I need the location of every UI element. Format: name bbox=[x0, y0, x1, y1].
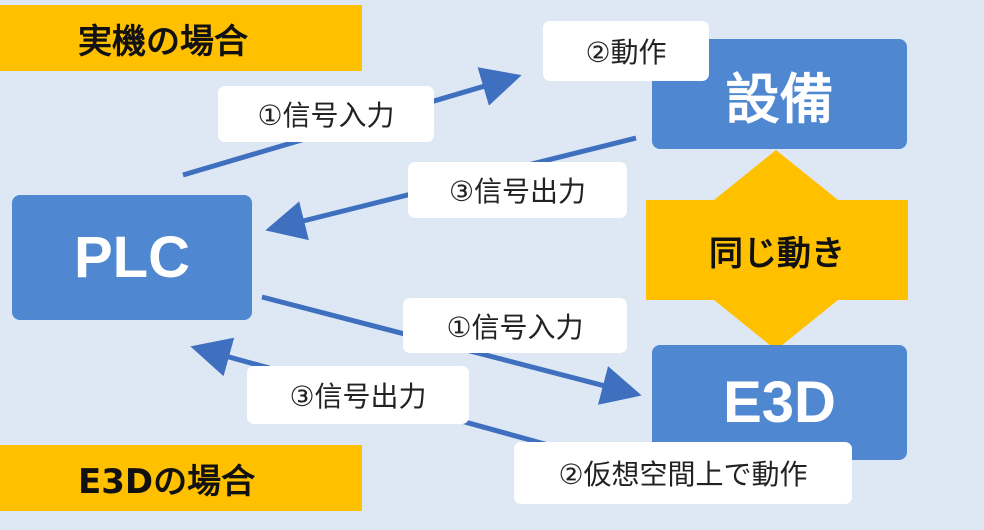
bubble-real-signal-out: ③信号出力 bbox=[408, 162, 627, 218]
node-plc-label: PLC bbox=[74, 225, 190, 290]
bubble-e3d-action: ②仮想空間上で動作 bbox=[514, 442, 852, 504]
sync-double-arrow bbox=[646, 150, 908, 350]
bubble-e3d-signal-in: ①信号入力 bbox=[403, 298, 627, 353]
header-real: 実機の場合 bbox=[0, 5, 362, 71]
sync-label: 同じ動き bbox=[709, 233, 845, 274]
node-e3d-label: E3D bbox=[723, 370, 836, 435]
bubble-e3d-signal-out: ③信号出力 bbox=[247, 366, 469, 424]
bubble-real-signal-in: ①信号入力 bbox=[218, 86, 434, 142]
header-real-text: 実機の場合 bbox=[78, 21, 248, 62]
node-e3d: E3D bbox=[652, 345, 907, 460]
header-e3d-text: E3Dの場合 bbox=[78, 461, 256, 502]
node-equipment-label: 設備 bbox=[725, 67, 834, 131]
node-plc: PLC bbox=[12, 195, 252, 320]
header-e3d: E3Dの場合 bbox=[0, 445, 362, 511]
bubble-real-action: ②動作 bbox=[543, 21, 709, 81]
